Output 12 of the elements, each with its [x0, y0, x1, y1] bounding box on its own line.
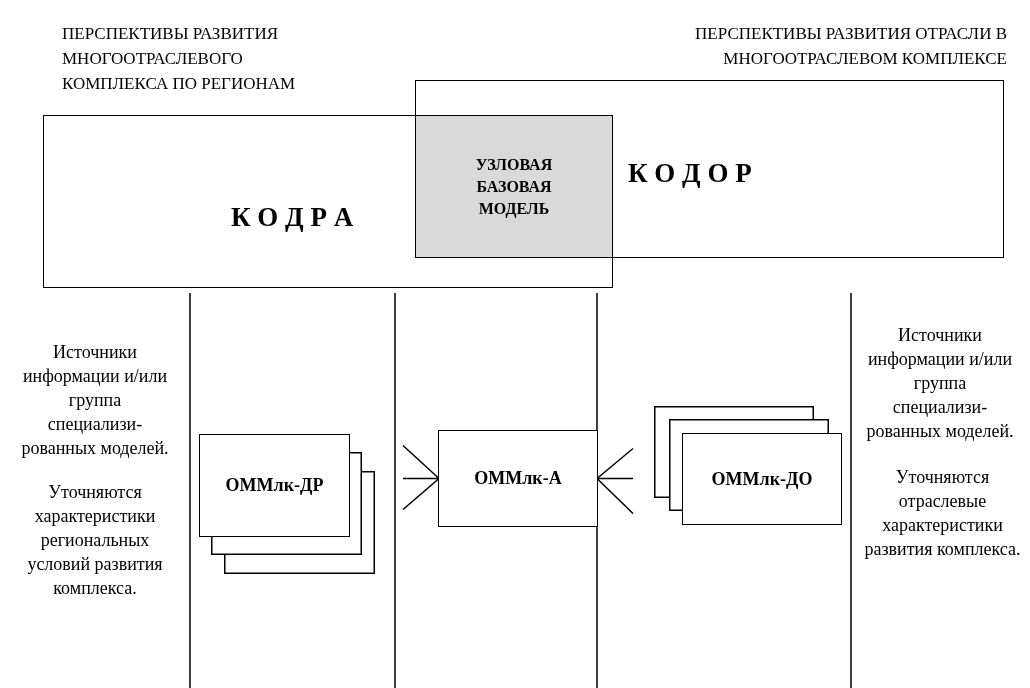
- side-note: Источники информации и/или группа специализи-рованных моделей.: [20, 341, 170, 460]
- side-note: Уточняются характеристики региональных условий развития комплекса.: [26, 481, 164, 600]
- frame-title: К О Д Р А: [231, 202, 354, 233]
- core-model-box: УЗЛОВАЯ БАЗОВАЯ МОДЕЛЬ: [415, 115, 613, 258]
- frame-title: К О Д О Р: [628, 158, 752, 189]
- model-box: ОММлк-А: [438, 430, 598, 527]
- side-note: Источники информации и/или группа специализи-рованных моделей.: [865, 324, 1015, 443]
- frame-heading: ПЕРСПЕКТИВЫ РАЗВИТИЯ МНОГООТРАСЛЕВОГО КОМПЛЕКСА ПО РЕГИОНАМ: [62, 23, 297, 95]
- frame-heading: ПЕРСПЕКТИВЫ РАЗВИТИЯ ОТРАСЛИ В МНОГООТРАСЛЕВОМ КОМПЛЕКСЕ: [694, 23, 1007, 70]
- converging-lines: [402, 444, 440, 511]
- side-note: Уточняются отраслевые характеристики развития комплекса.: [863, 466, 1022, 561]
- converging-lines: [596, 447, 634, 515]
